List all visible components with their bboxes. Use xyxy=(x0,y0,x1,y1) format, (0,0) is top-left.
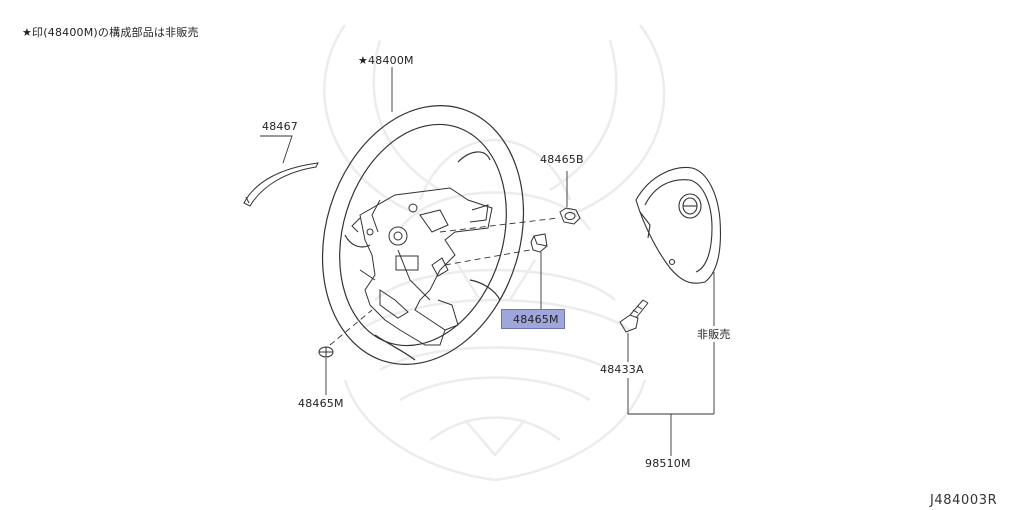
watermark-emblem xyxy=(323,24,666,482)
not-sold-note: ★印(48400M)の構成部品は非販売 xyxy=(22,26,199,39)
part-label-98510m[interactable]: 98510M xyxy=(645,457,691,470)
clip-part-lower xyxy=(318,346,334,358)
finisher-part xyxy=(243,162,319,207)
steering-wheel-hub xyxy=(351,187,493,346)
leader-48467 xyxy=(260,135,293,164)
part-label-48400m[interactable]: ★48400M xyxy=(358,54,414,67)
part-label-48465m[interactable]: 48465M xyxy=(298,397,344,410)
clip-part-upper xyxy=(530,233,548,253)
not-sold-label: 非販売 xyxy=(697,328,731,341)
part-label-48467[interactable]: 48467 xyxy=(262,120,298,133)
part-label-48465b[interactable]: 48465B xyxy=(540,153,584,166)
part-label-48465m-highlighted[interactable]: 48465M xyxy=(501,309,565,329)
leader-98510m xyxy=(627,272,715,456)
assembly-lines xyxy=(329,217,559,346)
bolt-part xyxy=(619,299,649,333)
airbag-module xyxy=(635,166,721,284)
nut-part xyxy=(559,207,581,225)
part-label-48433a[interactable]: 48433A xyxy=(600,363,644,376)
steering-wheel xyxy=(321,105,525,365)
diagram-code: J484003R xyxy=(930,493,998,508)
